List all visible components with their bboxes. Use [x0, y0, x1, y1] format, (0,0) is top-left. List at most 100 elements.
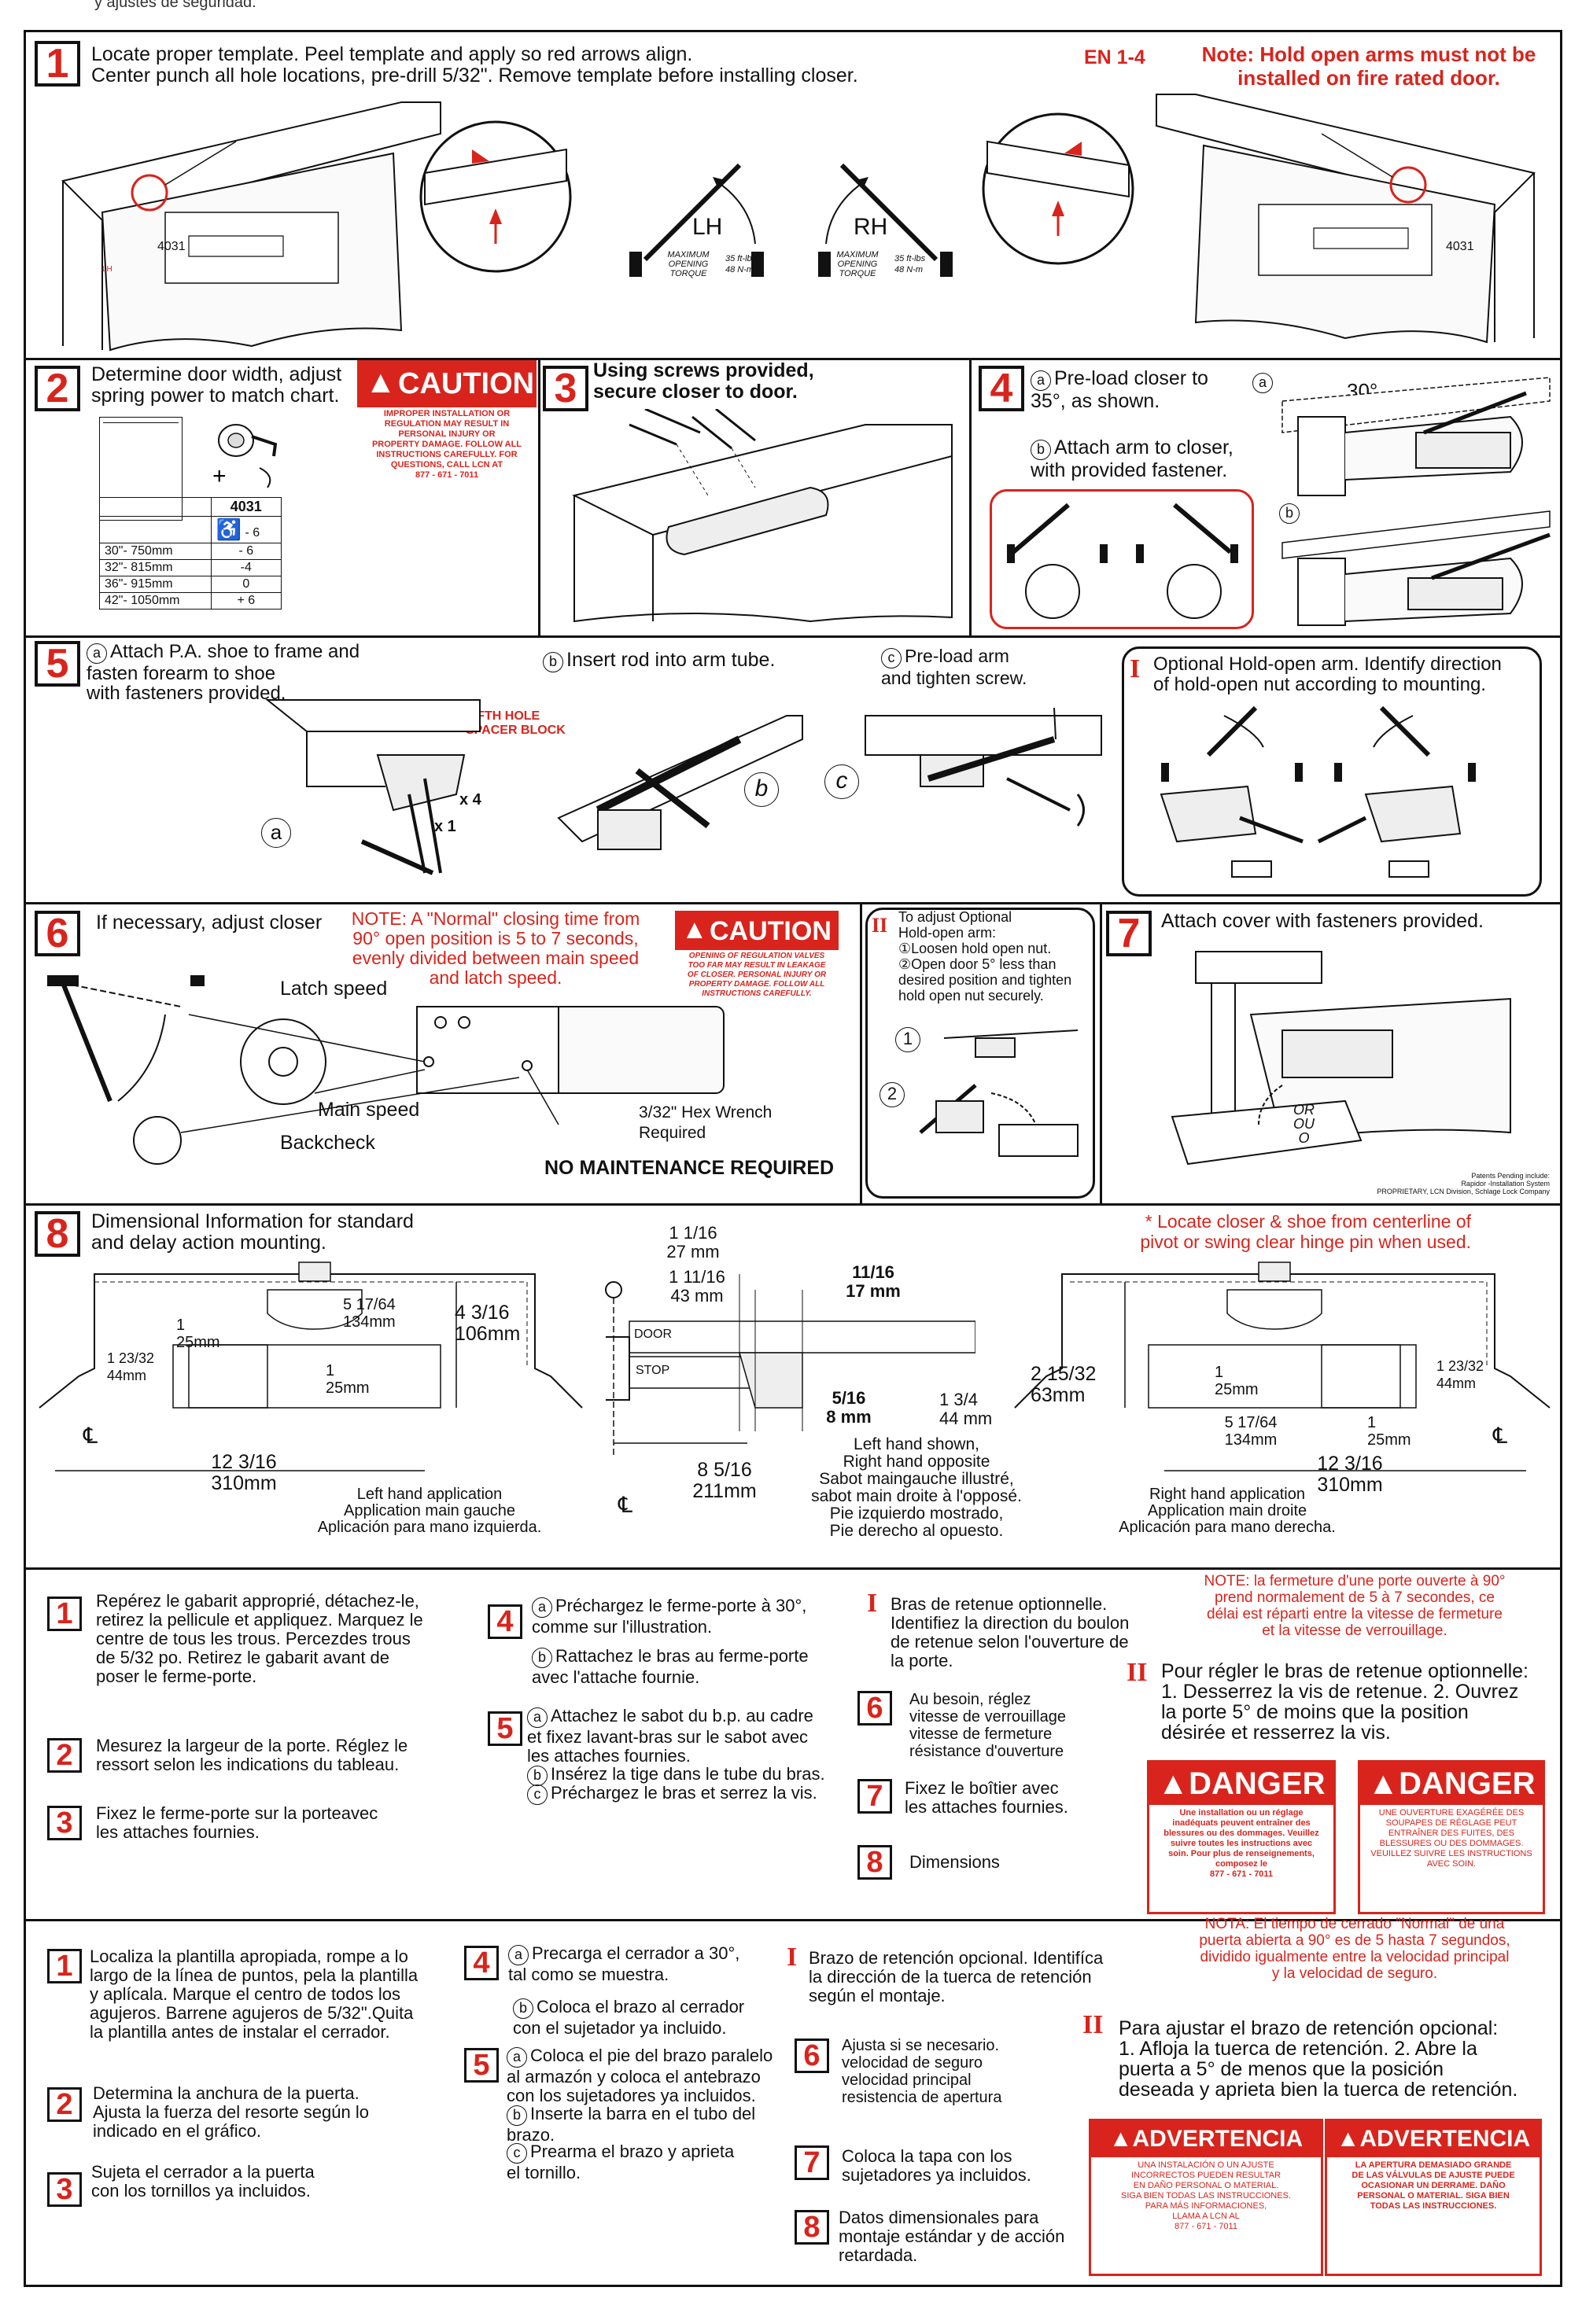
divider [538, 358, 540, 635]
dim-4-3-16: 4 3/16 106mm [455, 1302, 521, 1345]
chart-adj: + 6 [210, 592, 282, 610]
spring-power-chart: 4031 ♿ - 6 30"- 750mm- 6 32"- 815mm-4 36… [99, 497, 282, 610]
hold-open-diagram [1130, 700, 1476, 889]
es-i-text: Brazo de retención opcional. Identifíca … [809, 1948, 1104, 2005]
fr-step-2-text: Mesurez la largeur de la porte. Réglez l… [96, 1736, 408, 1774]
fig-1-number: 1 [895, 1027, 920, 1052]
caution-text-step-6: OPENING OF REGULATION VALVES TOO FAR MAY… [687, 952, 827, 998]
fr-step-8-number: 8 [857, 1845, 892, 1880]
wrench-icon: + [212, 424, 291, 489]
letter-b: b [507, 2105, 527, 2126]
dim-1-23-32: 1 23/32 44mm [107, 1350, 155, 1383]
step-8-note: * Locate closer & shoe from centerline o… [1140, 1211, 1471, 1252]
chart-model: 4031 [210, 497, 282, 517]
danger-header: ▲DANGER [1149, 1762, 1333, 1805]
x4-label: x 4 [459, 791, 481, 808]
step-5-a-label: Attach P.A. shoe to frame and fasten for… [87, 641, 360, 704]
caution-box-step-6: ▲ CAUTION [675, 911, 839, 950]
step-5-b-letter: b [543, 652, 563, 672]
instruction-frame [24, 30, 1562, 2287]
dim-5-16: 5/16 8 mm [826, 1388, 872, 1427]
step-5-c-letter: c [881, 648, 902, 668]
fr-step-6-text: Au besoin, réglez vitesse de verrouillag… [909, 1691, 1066, 1760]
template-model-left: 4031 [157, 240, 186, 253]
es-step-2-number: 2 [47, 2087, 82, 2122]
fig-b-letter: b [744, 772, 779, 807]
max-torque-label-lh: MAXIMUM OPENING TORQUE [667, 250, 710, 278]
es-step-4-number: 4 [464, 1946, 499, 1980]
chart-adj: -4 [210, 559, 282, 576]
step-5-a-letter: a [87, 643, 107, 664]
dim-r-2-15-32: 2 15/32 63mm [1031, 1363, 1097, 1406]
divider [1100, 902, 1102, 1203]
svg-text:+: + [212, 463, 227, 489]
table-row: 30"- 750mm- 6 [99, 543, 282, 560]
dim-r-1-25: 1 25mm [1215, 1364, 1259, 1398]
step-1-right-door-illustration [1149, 79, 1542, 346]
centerline-symbol-center: ℄ [618, 1493, 632, 1517]
hold-open-ii-mark: II [872, 914, 888, 937]
danger-title: DANGER [1399, 1766, 1536, 1801]
warning-triangle-icon: ▲ [1157, 1766, 1189, 1801]
rh-application-text: Right hand application Application main … [1119, 1486, 1336, 1536]
hold-open-mark: I [1130, 654, 1141, 683]
es-i-mark: I [787, 1943, 798, 1972]
fr-step-4b-label: Rattachez le bras au ferme-porte avec l'… [532, 1646, 809, 1687]
step-5-fig-a-badge: a [261, 818, 294, 848]
fr-note: NOTE: la fermeture d'une porte ouverte à… [1204, 1573, 1506, 1639]
warning-triangle-icon: ▲ [365, 365, 396, 400]
fr-step-1-text: Repérez le gabarit approprié, détachez-l… [96, 1591, 423, 1686]
divider [24, 635, 1562, 638]
letter-c: c [527, 1784, 548, 1805]
fr-step-6-number: 6 [857, 1691, 892, 1726]
warning-triangle-icon: ▲ [1336, 2126, 1360, 2152]
template-model-right: 4031 [1446, 240, 1474, 253]
step-6-note: NOTE: A "Normal" closing time from 90° o… [351, 908, 640, 988]
step-4-red-detail-box [990, 489, 1254, 629]
step-6-text: If necessary, adjust closer [96, 912, 323, 934]
es-step-7-text: Coloca la tapa con los sujetadores ya in… [842, 2146, 1031, 2185]
header-note: y ajustes de seguridad. [94, 0, 256, 11]
advertencia-text: LA APERTURA DEMASIADO GRANDE DE LAS VÁLV… [1352, 2160, 1515, 2211]
fig-a-letter: a [261, 818, 291, 848]
door-label: DOOR [634, 1328, 672, 1341]
es-ii-mark: II [1082, 2010, 1104, 2039]
advertencia-header: ▲ADVERTENCIA [1091, 2121, 1321, 2157]
es-step-4b-label: Coloca el brazo al cerrador con el sujet… [513, 1997, 745, 2038]
ada-value: - 6 [245, 526, 260, 540]
wheelchair-icon: ♿ [216, 517, 242, 541]
dim-r-1-23-32: 1 23/32 44mm [1436, 1358, 1484, 1391]
chart-adj: 0 [210, 576, 282, 593]
chart-width: 36"- 915mm [99, 576, 212, 593]
es-step-4a-label: Precarga el cerrador a 30°, tal como se … [508, 1943, 740, 1984]
torque-value-rh: 35 ft-lbs 48 N-m [894, 254, 926, 274]
es-step-5-number: 5 [464, 2048, 499, 2083]
step-3-number: 3 [543, 366, 588, 411]
advertencia-box-2: ▲ADVERTENCIA LA APERTURA DEMASIADO GRAND… [1325, 2119, 1542, 2276]
chart-width: 42"- 1050mm [99, 592, 212, 610]
warning-triangle-icon: ▲ [681, 915, 708, 945]
es-step-5a-label: Coloca el pie del brazo paralelo al arma… [507, 2046, 773, 2105]
step-6-valve-diagram [126, 983, 739, 1180]
step-1-left-zoom-circle [417, 118, 574, 275]
fr-i-text: Bras de retenue optionnelle. Identifiez … [891, 1594, 1130, 1670]
rh-label: RH [854, 214, 888, 240]
fr-step-1-number: 1 [47, 1597, 82, 1631]
dim-1-25b: 1 25mm [326, 1362, 370, 1397]
dim-1-11-16: 1 11/16 43 mm [669, 1267, 725, 1306]
lh-application-text: Left hand application Application main g… [317, 1486, 542, 1536]
es-step-6-text: Ajusta si se necesario. velocidad de seg… [842, 2037, 1002, 2106]
dim-r-12-3-16: 12 3/16 310mm [1317, 1453, 1383, 1496]
hold-open-adjust-panel [865, 908, 1095, 1199]
advertencia-title: ADVERTENCIA [1132, 2126, 1304, 2152]
lh-rh-swing-diagram [629, 157, 953, 277]
step-4-number: 4 [979, 366, 1024, 411]
step-3-closer-illustration [551, 409, 960, 629]
